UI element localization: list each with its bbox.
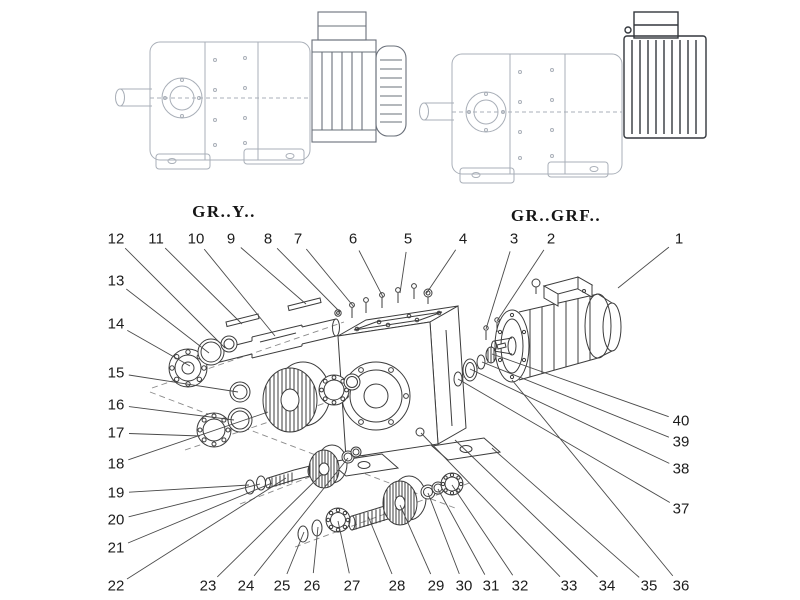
model-label-left: GR..Y..	[192, 202, 256, 221]
callout-number-21: 21	[107, 539, 125, 557]
motor-drawing-left	[311, 11, 407, 143]
leader-line-4	[425, 249, 457, 295]
leader-line-27	[337, 520, 350, 574]
leader-line-19	[128, 484, 250, 493]
leader-line-2	[496, 249, 545, 322]
leader-line-16	[128, 406, 235, 421]
leader-line-36	[511, 379, 674, 577]
callout-number-16: 16	[107, 396, 125, 414]
leader-line-12	[124, 247, 226, 349]
exploded-view	[149, 276, 622, 548]
callout-number-27: 27	[343, 577, 361, 595]
callout-number-37: 37	[672, 500, 690, 518]
callout-number-1: 1	[674, 230, 684, 248]
leader-line-26	[312, 526, 319, 574]
leader-line-10	[203, 248, 276, 337]
callout-number-25: 25	[273, 577, 291, 595]
leader-line-29	[399, 504, 432, 575]
callout-number-8: 8	[263, 230, 273, 248]
leader-line-31	[437, 488, 486, 575]
callout-number-3: 3	[509, 230, 519, 248]
callout-number-19: 19	[107, 484, 125, 502]
model-label-right: GR..GRF..	[510, 206, 602, 225]
callout-number-40: 40	[672, 412, 690, 430]
callout-number-7: 7	[293, 230, 303, 248]
callout-number-10: 10	[187, 230, 205, 248]
motor-drawing-right	[623, 11, 707, 139]
callout-number-23: 23	[199, 577, 217, 595]
leader-line-38	[469, 368, 670, 464]
callout-number-22: 22	[107, 577, 125, 595]
leader-line-11	[164, 247, 243, 325]
leader-line-30	[427, 492, 460, 575]
leader-line-8	[276, 247, 341, 313]
leader-line-35	[491, 447, 640, 578]
callout-number-26: 26	[303, 577, 321, 595]
callout-number-39: 39	[672, 433, 690, 451]
leader-line-32	[451, 484, 514, 576]
leader-line-9	[240, 247, 307, 305]
leader-line-22	[126, 477, 287, 580]
leader-line-25	[286, 531, 305, 575]
callout-number-4: 4	[458, 230, 468, 248]
leader-line-39	[481, 361, 670, 438]
callout-number-29: 29	[427, 577, 445, 595]
leader-line-17	[128, 433, 201, 437]
callout-number-30: 30	[455, 577, 473, 595]
callout-number-2: 2	[546, 230, 556, 248]
callout-number-5: 5	[403, 230, 413, 248]
callout-number-32: 32	[511, 577, 529, 595]
callout-number-28: 28	[388, 577, 406, 595]
bearings-and-rings-left	[168, 335, 253, 448]
callout-number-24: 24	[237, 577, 255, 595]
callout-number-13: 13	[107, 272, 125, 290]
leader-line-28	[367, 515, 393, 575]
callout-number-33: 33	[560, 577, 578, 595]
leader-line-3	[485, 251, 511, 330]
callout-number-20: 20	[107, 511, 125, 529]
callout-number-38: 38	[672, 460, 690, 478]
leader-line-21	[127, 482, 273, 544]
leader-line-24	[253, 457, 349, 577]
leader-line-5	[399, 251, 407, 294]
leader-line-7	[305, 248, 355, 308]
leader-line-34	[454, 439, 598, 578]
leader-line-13	[126, 288, 210, 354]
gear-unit-drawing-right	[419, 53, 623, 184]
leader-line-18	[128, 411, 269, 461]
callout-number-36: 36	[672, 577, 690, 595]
leader-line-23	[216, 473, 323, 578]
leader-line-40	[491, 353, 669, 418]
callout-number-31: 31	[482, 577, 500, 595]
callout-number-11: 11	[148, 230, 164, 248]
callout-number-15: 15	[107, 364, 125, 382]
gears-center	[262, 361, 361, 433]
callout-number-9: 9	[226, 230, 236, 248]
leader-line-37	[457, 378, 671, 503]
leader-line-15	[128, 374, 239, 393]
leader-line-6	[358, 250, 384, 298]
gear-housing	[328, 305, 502, 477]
callout-number-18: 18	[107, 455, 125, 473]
callout-number-34: 34	[598, 577, 616, 595]
leader-line-14	[127, 330, 191, 367]
callout-number-6: 6	[348, 230, 358, 248]
leader-line-1	[617, 246, 670, 289]
leader-line-20	[128, 483, 261, 518]
callout-number-35: 35	[640, 577, 658, 595]
gear-unit-drawing-left	[115, 41, 311, 170]
callout-number-14: 14	[107, 315, 125, 333]
leader-line-33	[420, 432, 561, 578]
callout-number-12: 12	[107, 230, 125, 248]
callout-number-17: 17	[107, 424, 125, 442]
